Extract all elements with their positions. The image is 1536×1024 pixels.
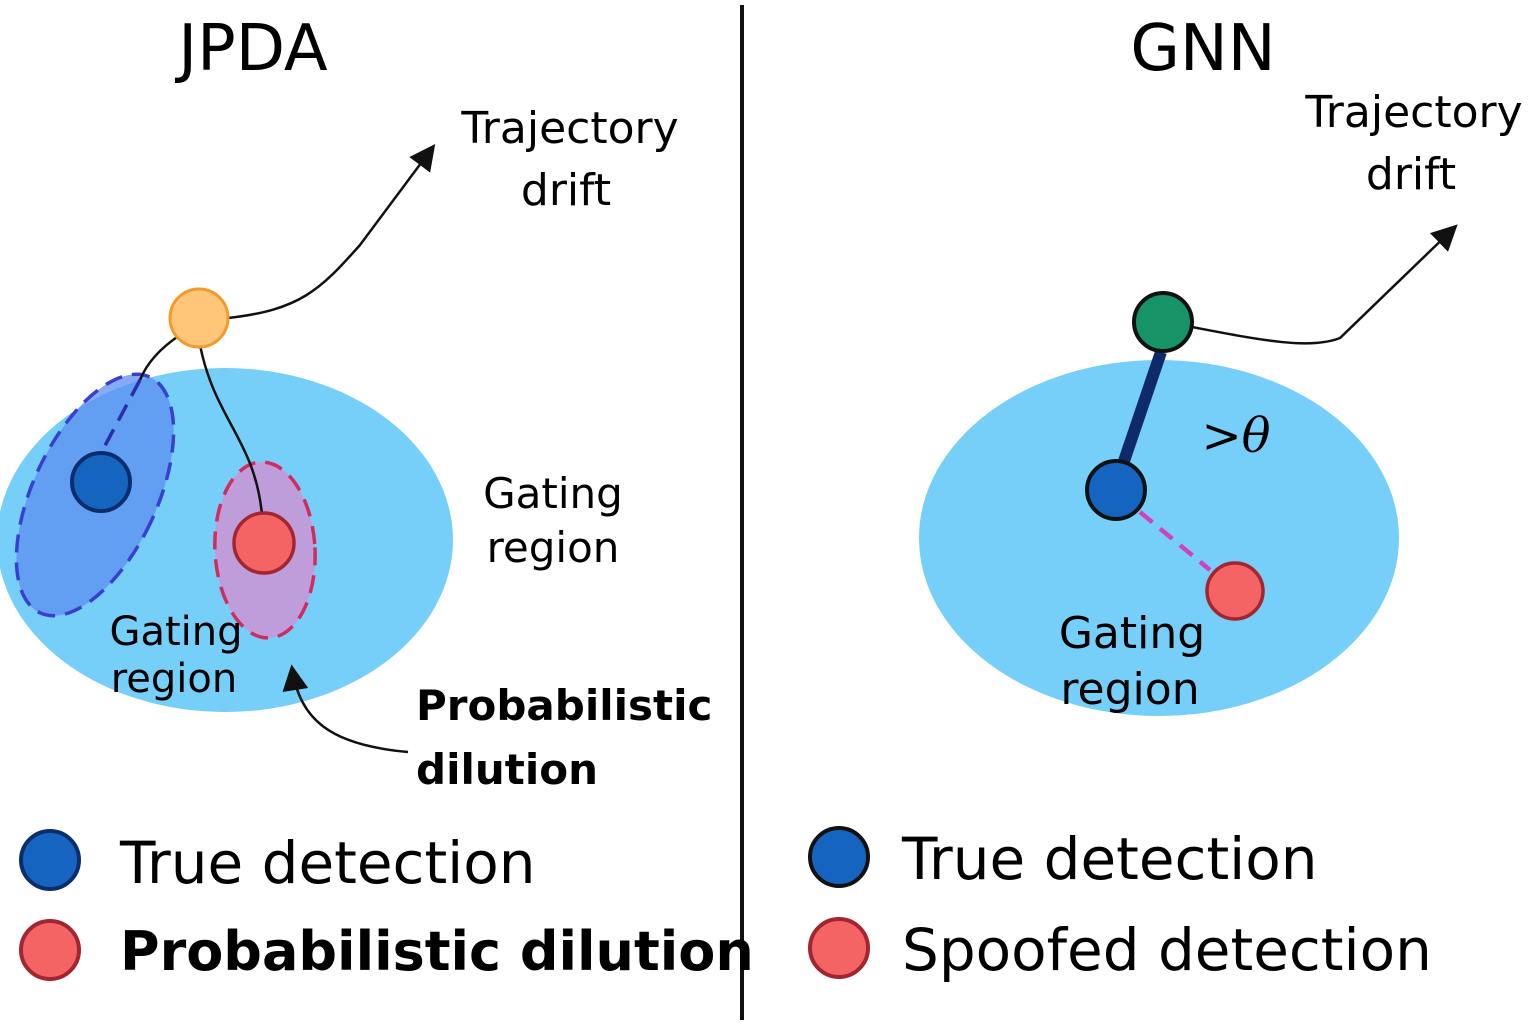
gnn-spoof-link xyxy=(1138,510,1212,572)
gnn-title: GNN xyxy=(1130,12,1275,86)
jpda-gating-label-outer-line2: region xyxy=(487,523,620,572)
jpda-legend-true-detection-label: True detection xyxy=(119,829,536,897)
jpda-track-link-to-blue xyxy=(138,333,181,381)
gnn-true-detection-node xyxy=(1085,459,1147,521)
gnn-trajectory-label-line1: Trajectory xyxy=(1304,87,1522,138)
jpda-legend: True detection Probabilistic dilution xyxy=(19,829,754,983)
jpda-dilution-arrow xyxy=(282,664,409,754)
jpda-trajectory-label-line1: Trajectory xyxy=(460,103,678,154)
jpda-track-node xyxy=(168,287,230,349)
jpda-legend-dilution-label: Probabilistic dilution xyxy=(120,920,754,983)
jpda-dilution-label-line2: dilution xyxy=(416,745,598,794)
jpda-gating-label-inner-line2: region xyxy=(111,656,238,702)
jpda-trajectory-label-line2: drift xyxy=(521,165,611,216)
gnn-track-node xyxy=(1132,291,1194,353)
gnn-gating-label-line1: Gating xyxy=(1059,608,1205,659)
jpda-panel: JPDA Trajectory drift Gating region Gati… xyxy=(0,12,754,983)
gnn-trajectory-label-line2: drift xyxy=(1366,149,1456,200)
jpda-gating-label-outer-line1: Gating xyxy=(483,469,623,518)
gnn-association-edge xyxy=(1116,350,1167,469)
gnn-legend-spoofed-detection-label: Spoofed detection xyxy=(902,916,1432,984)
jpda-legend-true-detection-swatch xyxy=(19,829,81,891)
gnn-legend-true-detection-label: True detection xyxy=(901,825,1318,893)
jpda-dilution-detection-node xyxy=(232,511,296,575)
jpda-gating-label-inner-line1: Gating xyxy=(109,609,242,655)
gnn-legend-spoofed-detection-swatch xyxy=(808,917,870,979)
gnn-panel: GNN >θ Trajectory drift Gating region Tr… xyxy=(808,12,1523,984)
gnn-gating-region xyxy=(919,360,1399,716)
gnn-threshold-label: >θ xyxy=(1201,408,1270,464)
gnn-spoofed-detection-node xyxy=(1205,561,1265,621)
jpda-true-detection-node xyxy=(70,451,132,513)
gnn-gating-label-line2: region xyxy=(1060,664,1199,715)
gnn-legend: True detection Spoofed detection xyxy=(808,825,1432,984)
gnn-legend-true-detection-swatch xyxy=(808,826,870,888)
jpda-track-link-to-red xyxy=(198,344,264,516)
gnn-trajectory-drift-arrow xyxy=(1191,224,1458,345)
jpda-title: JPDA xyxy=(174,12,328,86)
jpda-legend-dilution-swatch xyxy=(19,919,81,981)
jpda-trajectory-drift-arrow xyxy=(227,144,436,320)
jpda-dilution-label-line1: Probabilistic xyxy=(416,681,712,730)
jpda-dashed-link-to-blue xyxy=(98,379,142,456)
